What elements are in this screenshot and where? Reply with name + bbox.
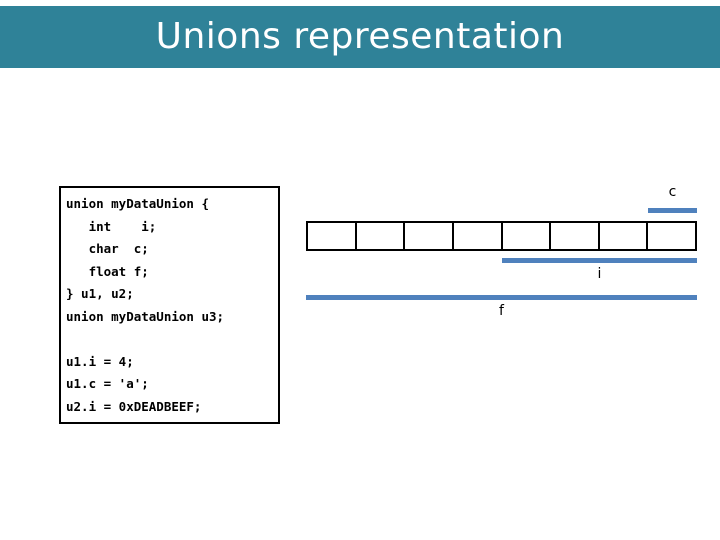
span-label-i: i xyxy=(597,266,602,282)
page-title: Unions representation xyxy=(155,16,565,57)
code-line: } u1, u2; xyxy=(66,286,134,301)
memory-cell-row xyxy=(306,221,697,251)
memory-cell xyxy=(648,223,695,249)
code-line: int i; xyxy=(66,218,157,234)
code-line: u1.i = 4; xyxy=(66,353,134,369)
span-bar-i xyxy=(502,258,697,263)
memory-cell xyxy=(405,223,454,249)
code-line: u2.i = 0xDEADBEEF; xyxy=(66,398,202,414)
span-label-f: f xyxy=(499,303,504,319)
memory-cell xyxy=(551,223,600,249)
code-line: union myDataUnion u3; xyxy=(66,308,225,324)
code-line: u1.c = 'a'; xyxy=(66,376,149,391)
title-banner: Unions representation xyxy=(0,6,720,68)
memory-cell xyxy=(308,223,357,249)
memory-cell xyxy=(503,223,552,249)
memory-cell xyxy=(600,223,649,249)
memory-cell xyxy=(357,223,406,249)
span-bar-c xyxy=(648,208,697,213)
span-bar-f xyxy=(306,295,697,300)
code-line: union myDataUnion { xyxy=(66,196,209,211)
code-line: char c; xyxy=(66,241,149,256)
code-block: union myDataUnion { int i; char c; float… xyxy=(59,186,280,424)
memory-cell xyxy=(454,223,503,249)
code-line-blank xyxy=(66,328,278,351)
memory-layout-diagram: c i f xyxy=(306,180,698,325)
span-label-c: c xyxy=(668,184,677,200)
code-line: float f; xyxy=(66,263,149,279)
